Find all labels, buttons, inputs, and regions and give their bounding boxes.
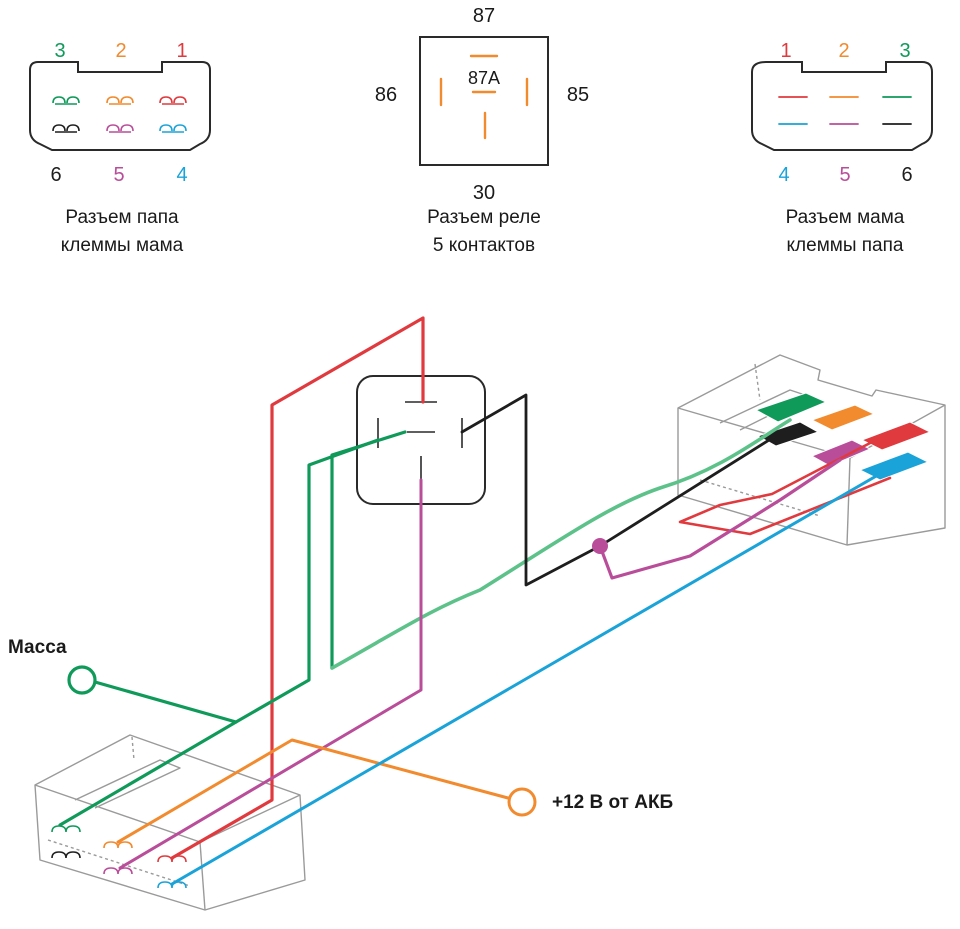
- right-3d-terminal-orange: [810, 404, 876, 431]
- relay-pin-87a: 87A: [468, 68, 500, 88]
- left-terminal-2: [106, 96, 134, 105]
- left-terminal-6: [52, 124, 80, 133]
- left-pin-4: 4: [176, 164, 187, 186]
- wire-orange-12v: [116, 738, 510, 844]
- wire-magenta-30: [118, 478, 423, 870]
- right-connector-caption-line2: клеммы папа: [787, 235, 904, 256]
- left-connector-caption-line2: клеммы мама: [61, 235, 184, 256]
- left-3d-terminal-magenta: [103, 867, 133, 875]
- left-pin-5: 5: [113, 164, 124, 186]
- right-terminals: [778, 96, 912, 125]
- right-connector-outline: [751, 61, 933, 151]
- right-pin-5: 5: [839, 164, 850, 186]
- wire-ground-lead: [93, 680, 238, 724]
- relay-pinout: 87 86 85 87A 30 Разъем реле 5 контактов: [375, 5, 589, 256]
- relay-pin-85: 85: [567, 84, 589, 106]
- ground-terminal-ring[interactable]: [67, 665, 97, 695]
- right-connector-3d: [677, 354, 946, 546]
- left-terminal-3: [52, 96, 80, 105]
- right-connector-caption-line1: Разъем мама: [786, 207, 905, 228]
- wire-blue: [170, 466, 892, 886]
- wire-green-86: [58, 438, 380, 827]
- relay-pin-30: 30: [473, 182, 495, 204]
- right-3d-terminal-red: [860, 421, 932, 451]
- wire-red-right-loop: [678, 440, 892, 536]
- left-terminal-4: [159, 124, 187, 133]
- right-3d-terminal-blue: [858, 451, 930, 481]
- right-pin-4: 4: [778, 164, 789, 186]
- left-connector-caption-line1: Разъем папа: [65, 207, 179, 228]
- left-pin-2: 2: [115, 40, 126, 62]
- relay-pin-87: 87: [473, 5, 495, 27]
- left-pin-3: 3: [54, 40, 65, 62]
- relay-caption-line2: 5 контактов: [433, 235, 535, 256]
- right-pin-6: 6: [901, 164, 912, 186]
- right-pin-2: 2: [838, 40, 849, 62]
- left-3d-terminal-green: [51, 825, 81, 833]
- relay-terminals: [439, 54, 529, 140]
- left-3d-terminals: [51, 825, 187, 889]
- left-terminal-1: [159, 96, 187, 105]
- left-3d-terminal-orange: [103, 841, 133, 849]
- left-3d-terminal-black: [51, 851, 81, 859]
- right-pin-3: 3: [899, 40, 910, 62]
- wire-green-87a: [330, 430, 407, 670]
- right-3d-terminal-green: [754, 392, 828, 423]
- wires: [58, 316, 892, 886]
- left-connector-outline: [29, 61, 211, 151]
- wire-lightgreen: [330, 418, 792, 670]
- battery-terminal-ring[interactable]: [507, 787, 537, 817]
- wire-magenta-right: [598, 458, 842, 580]
- left-pin-1: 1: [176, 40, 187, 62]
- ground-label: Масса: [8, 637, 67, 658]
- wire-red-87: [170, 316, 425, 860]
- wire-black-85: [460, 393, 787, 587]
- left-pin-6: 6: [50, 164, 61, 186]
- magenta-junction: [592, 538, 608, 554]
- right-3d-terminal-magenta: [810, 439, 872, 467]
- right-pin-1: 1: [780, 40, 791, 62]
- relay-pin-86: 86: [375, 84, 397, 106]
- left-connector-pinout: 3 2 1 6 5 4 Разъем папа клеммы мама: [29, 40, 211, 256]
- right-3d-terminals: [754, 392, 932, 481]
- right-connector-pinout: 1 2 3 4 5 6 Разъем мама клеммы папа: [751, 40, 933, 256]
- relay-caption-line1: Разъем реле: [427, 207, 541, 228]
- battery-label: +12 В от АКБ: [552, 792, 673, 813]
- relay-outline: [419, 36, 549, 166]
- left-terminal-5: [106, 124, 134, 133]
- right-3d-terminal-black: [756, 421, 820, 447]
